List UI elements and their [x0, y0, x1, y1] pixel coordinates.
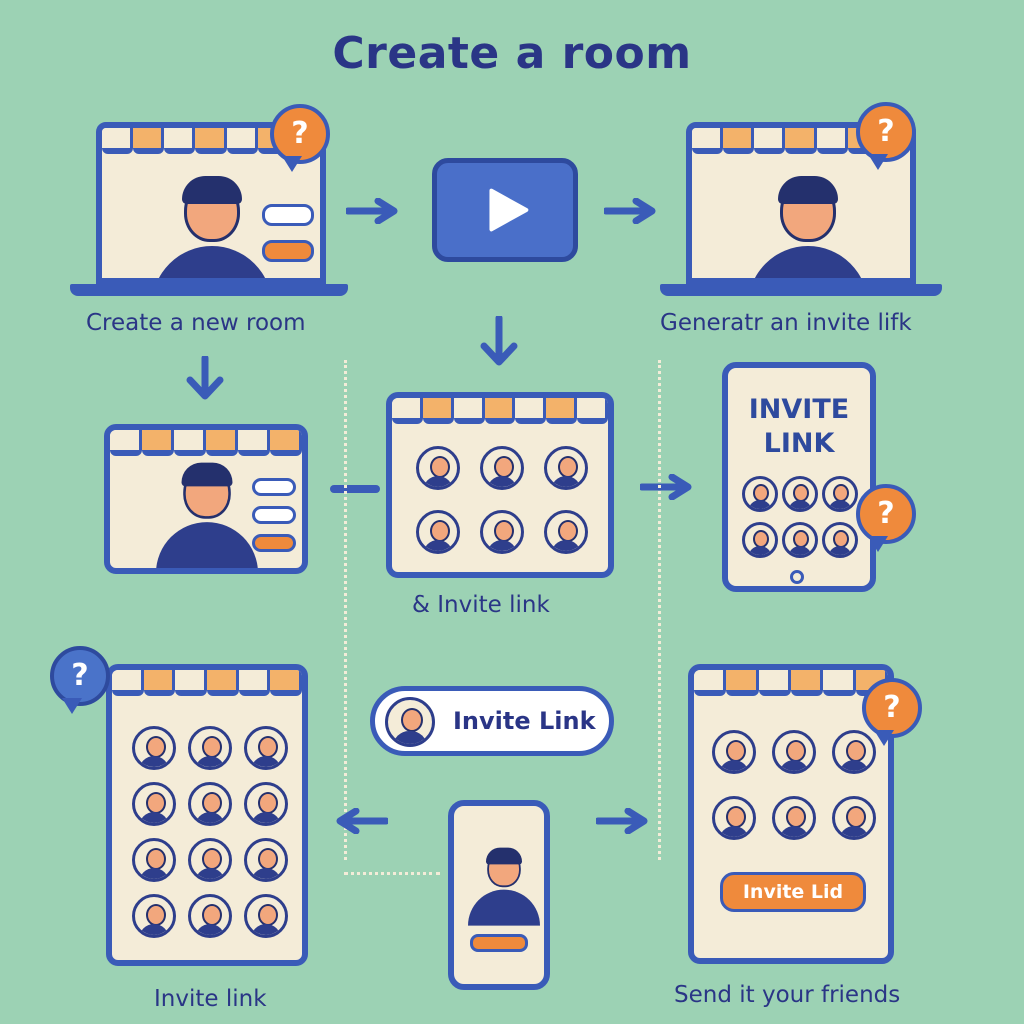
caption-invite-link-and: & Invite link — [412, 592, 550, 618]
participant-avatar — [832, 796, 876, 840]
participant-avatar — [132, 726, 176, 770]
participant-avatar — [188, 726, 232, 770]
user-avatar — [156, 462, 258, 568]
arrow-right-icon — [330, 476, 384, 502]
send-invite-tablet: Invite Lid — [688, 664, 894, 964]
arrow-down-icon — [178, 354, 232, 402]
participant-avatar — [480, 446, 524, 490]
caption-send-friends: Send it your friends — [674, 982, 901, 1008]
caption-generate-link: Generatr an invite lifk — [660, 310, 912, 336]
play-icon[interactable] — [432, 158, 578, 262]
participant-avatar — [712, 730, 756, 774]
participant-avatar — [782, 522, 818, 558]
arrow-right-icon — [602, 197, 658, 225]
participant-avatar — [188, 894, 232, 938]
participant-avatar — [822, 476, 858, 512]
participant-avatar — [244, 782, 288, 826]
guide-line — [344, 360, 347, 860]
question-bubble-icon: ? — [862, 678, 922, 746]
user-avatar — [468, 847, 540, 926]
video-call-window — [104, 424, 308, 574]
invite-link-label: Invite Link — [453, 707, 596, 735]
invite-link-button[interactable]: Invite Lid — [720, 872, 866, 912]
caption-create-room: Create a new room — [86, 310, 306, 336]
arrow-right-icon — [594, 807, 650, 835]
participants-grid-window — [106, 664, 308, 966]
question-bubble-icon: ? — [856, 102, 916, 170]
participant-avatar — [712, 796, 756, 840]
caption-invite-link: Invite link — [154, 986, 267, 1012]
question-bubble-icon: ? — [856, 484, 916, 552]
participant-avatar — [772, 796, 816, 840]
question-bubble-icon: ? — [270, 104, 330, 172]
user-avatar — [385, 697, 435, 747]
participant-avatar — [822, 522, 858, 558]
link-field[interactable] — [252, 506, 296, 524]
arrow-right-icon — [638, 473, 694, 501]
share-button[interactable] — [470, 934, 528, 952]
user-avatar — [748, 176, 868, 278]
arrow-left-icon — [334, 807, 390, 835]
guide-line — [658, 360, 661, 860]
participant-avatar — [480, 510, 524, 554]
participant-avatar — [244, 894, 288, 938]
invite-link-pill[interactable]: Invite Link — [370, 686, 614, 756]
participant-avatar — [132, 838, 176, 882]
participant-avatar — [832, 730, 876, 774]
participant-avatar — [132, 782, 176, 826]
link-field[interactable] — [252, 478, 296, 496]
phone — [448, 800, 550, 990]
participant-avatar — [742, 476, 778, 512]
participant-avatar — [244, 838, 288, 882]
participant-avatar — [782, 476, 818, 512]
room-name-field[interactable] — [262, 204, 314, 226]
invite-link-tablet: INVITE LINK — [722, 362, 876, 592]
guide-line — [344, 872, 440, 875]
invite-title-line2: LINK — [763, 428, 835, 459]
participant-avatar — [416, 446, 460, 490]
arrow-down-icon — [472, 314, 526, 368]
participant-avatar — [544, 446, 588, 490]
participant-avatar — [188, 838, 232, 882]
page-title: Create a room — [332, 28, 692, 79]
participant-avatar — [772, 730, 816, 774]
participant-avatar — [416, 510, 460, 554]
laptop-create-room: ? — [70, 104, 348, 298]
participant-avatar — [742, 522, 778, 558]
home-button-icon[interactable] — [790, 570, 804, 584]
participant-avatar — [188, 782, 232, 826]
question-bubble-icon: ? — [50, 646, 110, 714]
share-button[interactable] — [252, 534, 296, 552]
laptop-generate-link: ? — [660, 102, 942, 298]
invite-title-line1: INVITE — [748, 394, 850, 425]
create-button[interactable] — [262, 240, 314, 262]
participant-avatar — [244, 726, 288, 770]
participant-avatar — [544, 510, 588, 554]
participant-avatar — [132, 894, 176, 938]
arrow-right-icon — [344, 197, 400, 225]
participants-window — [386, 392, 614, 578]
user-avatar — [152, 176, 272, 278]
